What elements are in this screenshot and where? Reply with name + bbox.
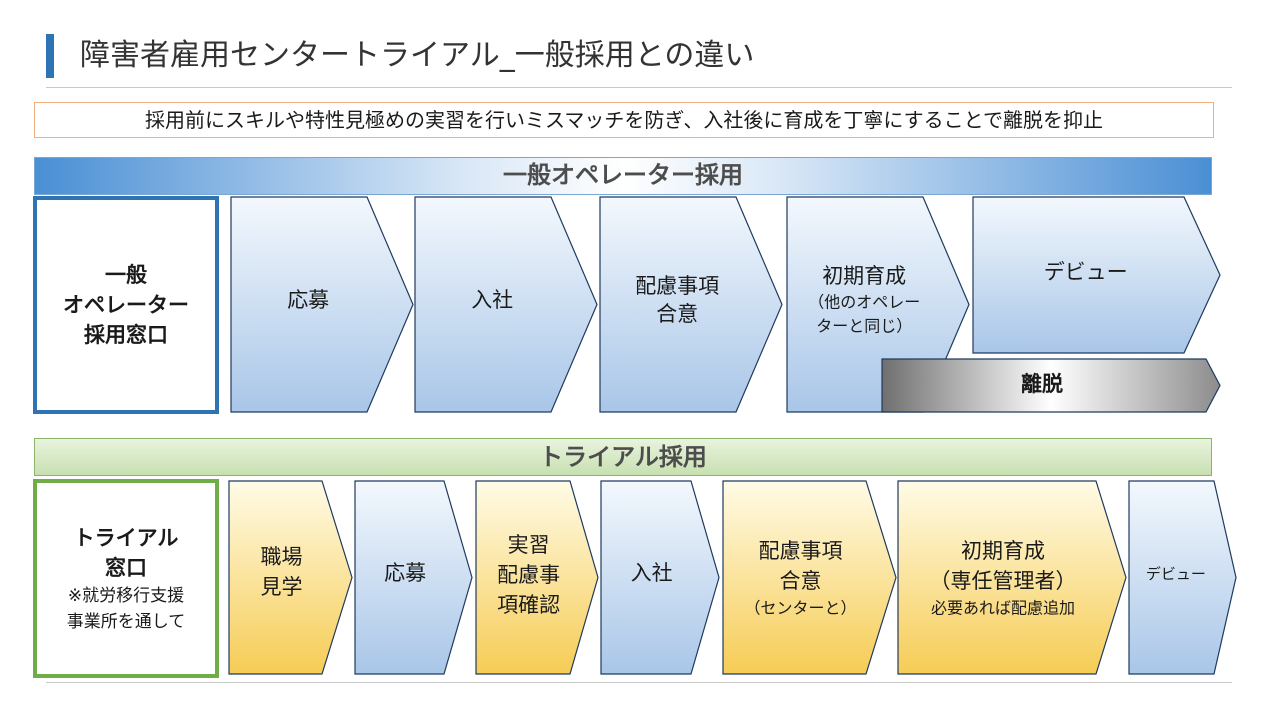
general-step-arrow bbox=[230, 196, 414, 413]
step-sub-label: 必要あれば配慮追加 bbox=[931, 599, 1075, 618]
trial-step-arrow bbox=[600, 480, 720, 675]
step-label: 合意 bbox=[656, 302, 698, 326]
step-label: 項確認 bbox=[497, 593, 560, 617]
title-divider bbox=[46, 87, 1232, 88]
title-accent-bar bbox=[46, 34, 54, 78]
step-label: （専任管理者） bbox=[930, 569, 1077, 593]
general-window-line: オペレーター bbox=[63, 293, 189, 317]
trial-step-arrow bbox=[354, 480, 473, 675]
general-step-arrow bbox=[786, 196, 970, 413]
step-label: 配慮事項 bbox=[759, 539, 843, 563]
step-label: デビュー bbox=[1146, 565, 1206, 583]
trial-step-arrow bbox=[475, 480, 599, 675]
step-label: 入社 bbox=[631, 561, 673, 585]
step-sub-label: （センターと） bbox=[744, 599, 856, 618]
step-label: 合意 bbox=[780, 569, 822, 593]
step-label: 離脱 bbox=[1021, 372, 1063, 396]
slide-title: 障害者雇用センタートライアル_一般採用との違い bbox=[80, 38, 755, 73]
trial-window-line: 窓口 bbox=[105, 555, 147, 580]
trial-window-box: トライアル 窓口 ※就労移行支援 事業所を通して bbox=[33, 479, 219, 678]
trial-step-arrow bbox=[897, 480, 1127, 675]
general-window-box: 一般 オペレーター 採用窓口 bbox=[33, 196, 219, 414]
step-label: 応募 bbox=[287, 288, 329, 312]
step-label: 配慮事 bbox=[497, 563, 560, 587]
trial-step-arrow bbox=[722, 480, 897, 675]
trial-step-arrow bbox=[1128, 480, 1237, 675]
general-window-line: 採用窓口 bbox=[84, 323, 168, 347]
general-step-arrow bbox=[972, 196, 1221, 354]
step-sub-label: ターと同じ） bbox=[816, 317, 912, 336]
dropout-arrow bbox=[881, 358, 1221, 413]
step-sub-label: （他のオペレー bbox=[808, 293, 920, 312]
step-label: 実習 bbox=[508, 533, 550, 557]
step-label: 配慮事項 bbox=[635, 274, 719, 298]
bottom-divider bbox=[46, 682, 1232, 683]
step-label: 入社 bbox=[471, 288, 513, 312]
step-label: 見学 bbox=[261, 575, 303, 599]
trial-step-arrow bbox=[228, 480, 353, 675]
general-window-line: 一般 bbox=[105, 263, 147, 287]
step-label: デビュー bbox=[1044, 260, 1128, 284]
step-label: 応募 bbox=[384, 561, 426, 585]
trial-window-sub-line: ※就労移行支援 bbox=[67, 585, 185, 606]
step-label: 初期育成 bbox=[961, 539, 1045, 563]
step-label: 職場 bbox=[261, 545, 303, 569]
summary-box: 採用前にスキルや特性見極めの実習を行いミスマッチを防ぎ、入社後に育成を丁寧にする… bbox=[34, 102, 1214, 138]
general-step-arrow bbox=[599, 196, 783, 413]
trial-window-line: トライアル bbox=[73, 525, 179, 550]
step-label: 初期育成 bbox=[822, 264, 906, 288]
general-band: 一般オペレーター採用 bbox=[34, 157, 1212, 195]
general-step-arrow bbox=[414, 196, 598, 413]
trial-window-sub-line: 事業所を通して bbox=[66, 611, 186, 632]
trial-band: トライアル採用 bbox=[34, 438, 1212, 476]
